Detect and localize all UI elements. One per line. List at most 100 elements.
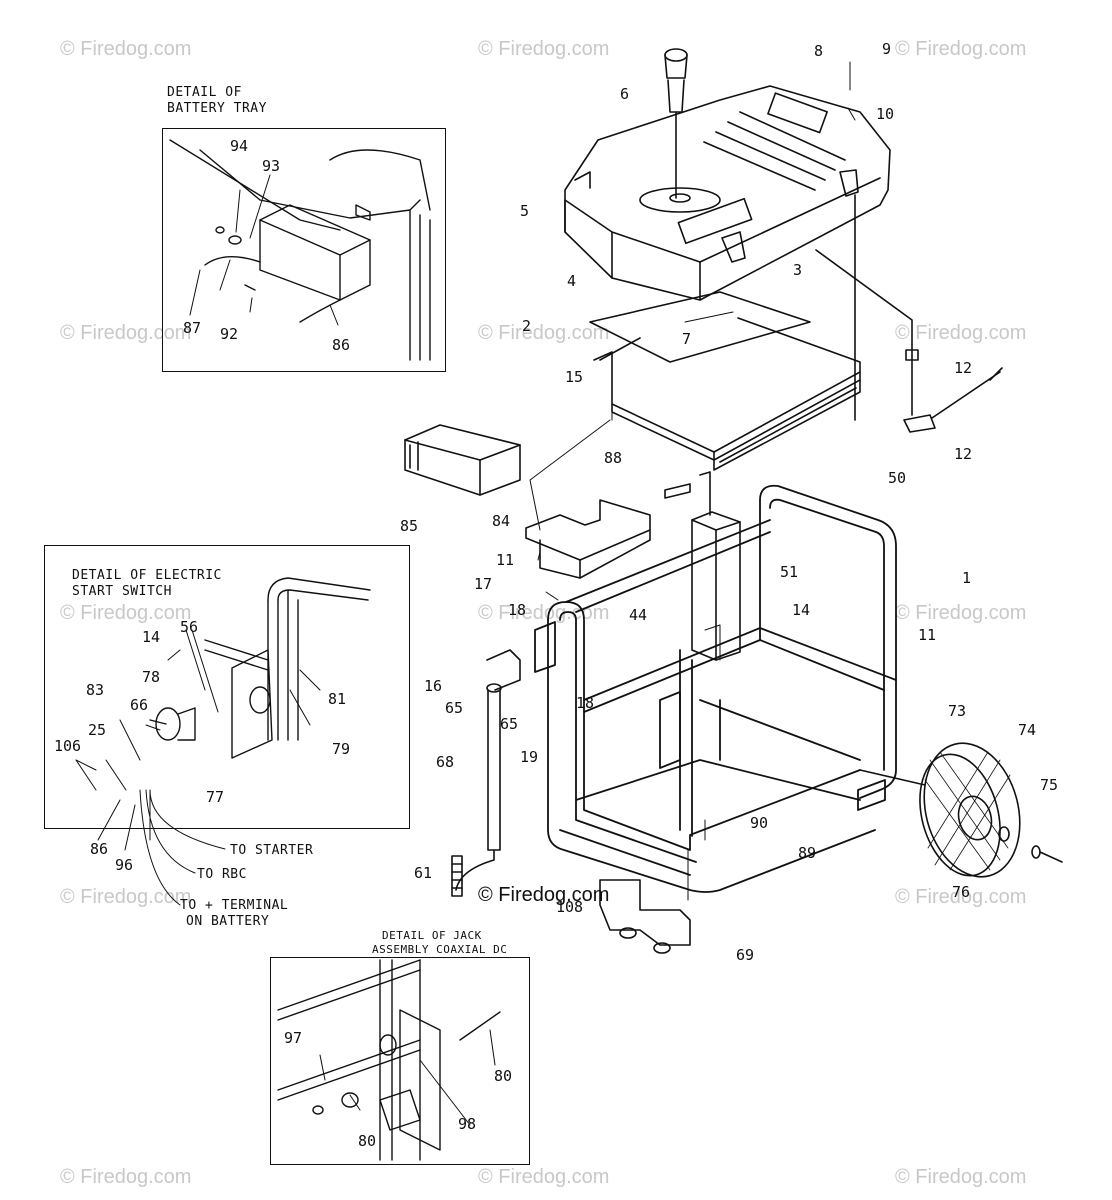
detail-leaders-drawing	[75, 174, 496, 1126]
fuel-cap-drawing	[664, 48, 688, 199]
part-number: 92	[220, 325, 239, 343]
battery-tray-detail-box	[162, 128, 446, 372]
part-number: 6	[620, 85, 630, 103]
part-number: 98	[458, 1115, 477, 1133]
part-number: 18	[508, 601, 527, 619]
part-number: 73	[948, 702, 967, 720]
part-number: 87	[183, 319, 202, 337]
battery-drawing	[404, 424, 521, 496]
battery-tray-detail-drawing	[169, 139, 431, 361]
part-number: 66	[130, 696, 149, 714]
part-number: 74	[1018, 721, 1037, 739]
jack-caption-line2: ASSEMBLY COAXIAL DC	[372, 943, 508, 956]
watermark: © Firedog.com	[895, 602, 1027, 624]
jack-caption-line1: DETAIL OF JACK	[382, 929, 482, 942]
fuel-tank-drawing	[564, 85, 891, 301]
part-number: 88	[604, 449, 623, 467]
part-number: 11	[496, 551, 515, 569]
watermark: © Firedog.com	[60, 602, 192, 624]
watermark: © Firedog.com	[895, 1166, 1027, 1188]
part-number: 86	[332, 336, 351, 354]
battery-tray-caption-line2: BATTERY TRAY	[167, 101, 267, 116]
part-number: 12	[954, 445, 973, 463]
part-number: 94	[230, 137, 249, 155]
wire-label-starter: TO STARTER	[230, 843, 314, 858]
part-number: 90	[750, 814, 769, 832]
part-number: 89	[798, 844, 817, 862]
part-number: 17	[474, 575, 493, 593]
leader-lines-drawing	[529, 61, 856, 901]
part-number: 9	[882, 40, 892, 58]
part-number: 19	[520, 748, 539, 766]
part-number: 93	[262, 157, 281, 175]
part-number: 16	[424, 677, 443, 695]
watermark: © Firedog.com	[478, 1166, 610, 1188]
part-number: 68	[436, 753, 455, 771]
part-number: 14	[142, 628, 161, 646]
wire-label-battery-1: TO + TERMINAL	[180, 898, 289, 913]
part-number: 56	[180, 618, 199, 636]
watermark: © Firedog.com	[895, 886, 1027, 908]
main-watermark: © Firedog.com	[478, 884, 610, 906]
part-number: 83	[86, 681, 105, 699]
watermark: © Firedog.com	[60, 38, 192, 60]
part-number: 106	[54, 737, 82, 755]
watermark: © Firedog.com	[60, 1166, 192, 1188]
watermark: © Firedog.com	[60, 322, 192, 344]
part-number: 5	[520, 202, 530, 220]
part-number: 2	[522, 317, 532, 335]
part-number: 76	[952, 883, 971, 901]
part-number: 86	[90, 840, 109, 858]
wire-label-rbc: TO RBC	[197, 867, 247, 882]
watermark: © Firedog.com	[60, 886, 192, 908]
watermark: © Firedog.com	[895, 38, 1027, 60]
watermark: © Firedog.com	[895, 322, 1027, 344]
jack-detail-drawing	[277, 959, 501, 1161]
handle-drawing	[451, 649, 521, 897]
part-number: 79	[332, 740, 351, 758]
part-number: 50	[888, 469, 907, 487]
part-number: 1	[962, 569, 972, 587]
pad-drawing	[589, 291, 811, 363]
part-number: 10	[876, 105, 895, 123]
tank-bracket-drawing	[593, 317, 861, 471]
battery-tray-caption-line1: DETAIL OF	[167, 85, 242, 100]
part-number: 3	[793, 261, 803, 279]
watermark: © Firedog.com	[478, 38, 610, 60]
start-switch-caption-line2: START SWITCH	[72, 584, 172, 599]
part-number: 77	[206, 788, 225, 806]
part-number: 80	[358, 1132, 377, 1150]
part-number: 61	[414, 864, 433, 882]
part-number: 84	[492, 512, 511, 530]
part-number: 65	[500, 715, 519, 733]
part-number: 108	[556, 898, 584, 916]
part-number: 18	[576, 694, 595, 712]
jack-detail-box	[270, 957, 530, 1165]
part-number: 97	[284, 1029, 303, 1047]
part-number: 12	[954, 359, 973, 377]
foot-bracket-drawing	[599, 879, 691, 954]
part-number: 4	[567, 272, 577, 290]
part-number: 51	[780, 563, 799, 581]
fuel-line-drawing	[815, 194, 1003, 433]
start-switch-detail-drawing	[149, 577, 371, 759]
part-number: 65	[445, 699, 464, 717]
part-number: 7	[682, 330, 692, 348]
part-number: 75	[1040, 776, 1059, 794]
start-switch-detail-box	[44, 545, 410, 829]
part-number: 11	[918, 626, 937, 644]
battery-tray-drawing	[525, 499, 651, 579]
wheel-drawing	[859, 742, 1063, 878]
wire-label-battery-2: ON BATTERY	[186, 914, 270, 929]
part-number: 96	[115, 856, 134, 874]
part-number: 78	[142, 668, 161, 686]
part-number: 80	[494, 1067, 513, 1085]
mounting-bracket-drawing	[664, 471, 741, 661]
watermark: © Firedog.com	[478, 322, 610, 344]
part-number: 15	[565, 368, 584, 386]
part-number: 44	[629, 606, 648, 624]
start-switch-caption-line1: DETAIL OF ELECTRIC	[72, 568, 222, 583]
part-number: 25	[88, 721, 107, 739]
frame-drawing	[534, 484, 897, 893]
